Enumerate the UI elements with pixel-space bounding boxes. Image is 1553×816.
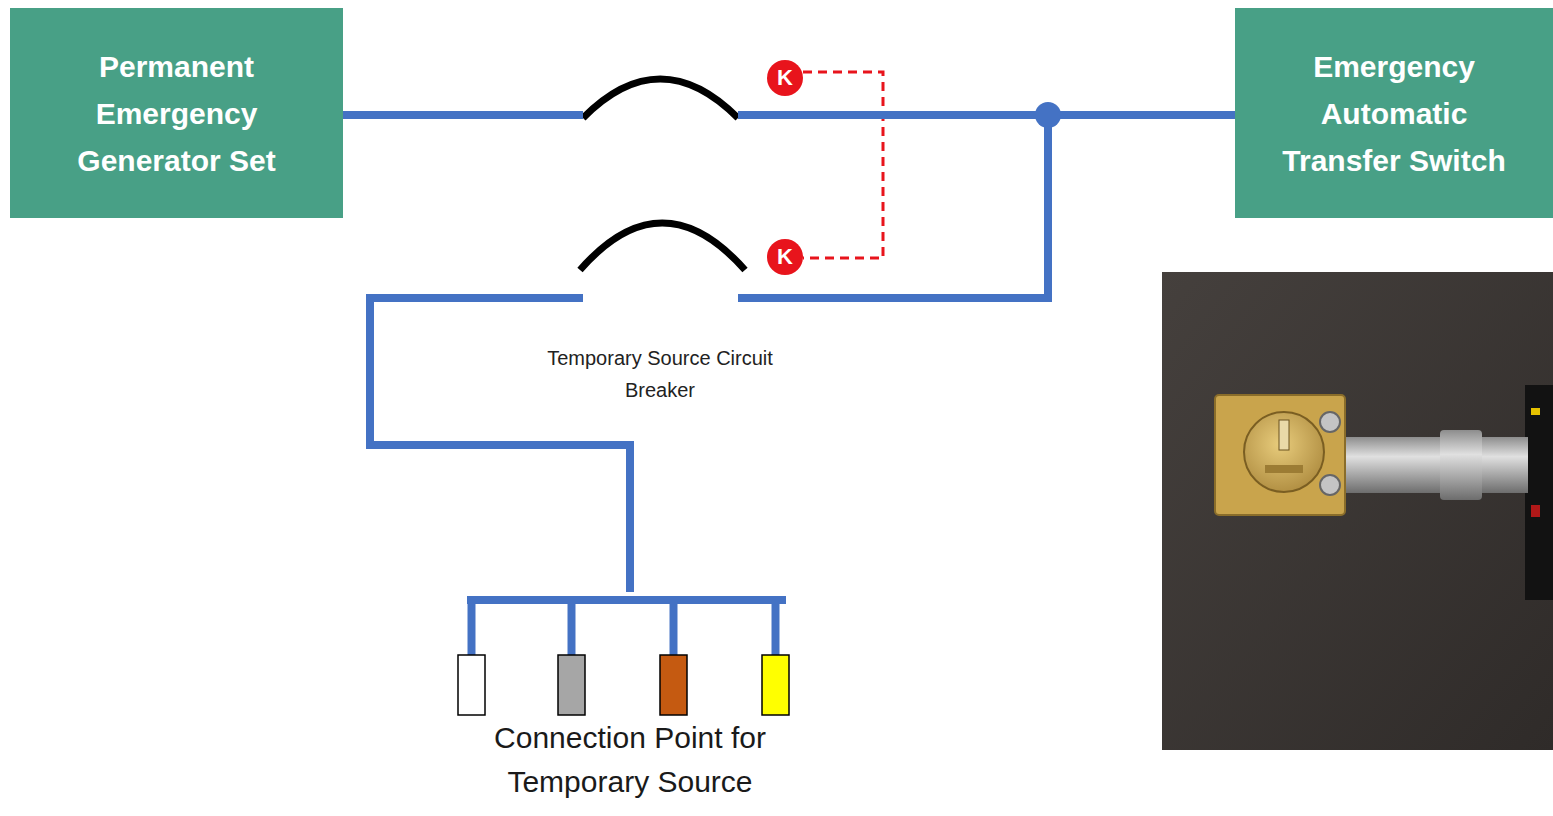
- box-title: Emergency Automatic Transfer Switch: [1259, 43, 1529, 184]
- interlock-line: [803, 72, 883, 258]
- generator-box: Permanent Emergency Generator Set: [10, 8, 343, 218]
- connection-point: Connection Point for Temporary Source: [435, 592, 825, 804]
- transfer-switch-box: Emergency Automatic Transfer Switch: [1235, 8, 1553, 218]
- key-letter: K: [770, 244, 800, 270]
- key-interlock-symbol: [767, 239, 803, 275]
- box-title: Permanent Emergency Generator Set: [37, 43, 317, 184]
- terminal-lugs: [435, 592, 825, 716]
- key-interlock-symbol: [767, 60, 803, 96]
- key-letter: K: [770, 65, 800, 91]
- breaker-symbol: [580, 223, 745, 270]
- lock-photo: [1162, 272, 1553, 750]
- breaker-symbol: [583, 79, 738, 118]
- wire: [370, 115, 1235, 592]
- connection-label: Connection Point for Temporary Source: [460, 716, 800, 804]
- breaker-label: Temporary Source Circuit Breaker: [525, 342, 795, 406]
